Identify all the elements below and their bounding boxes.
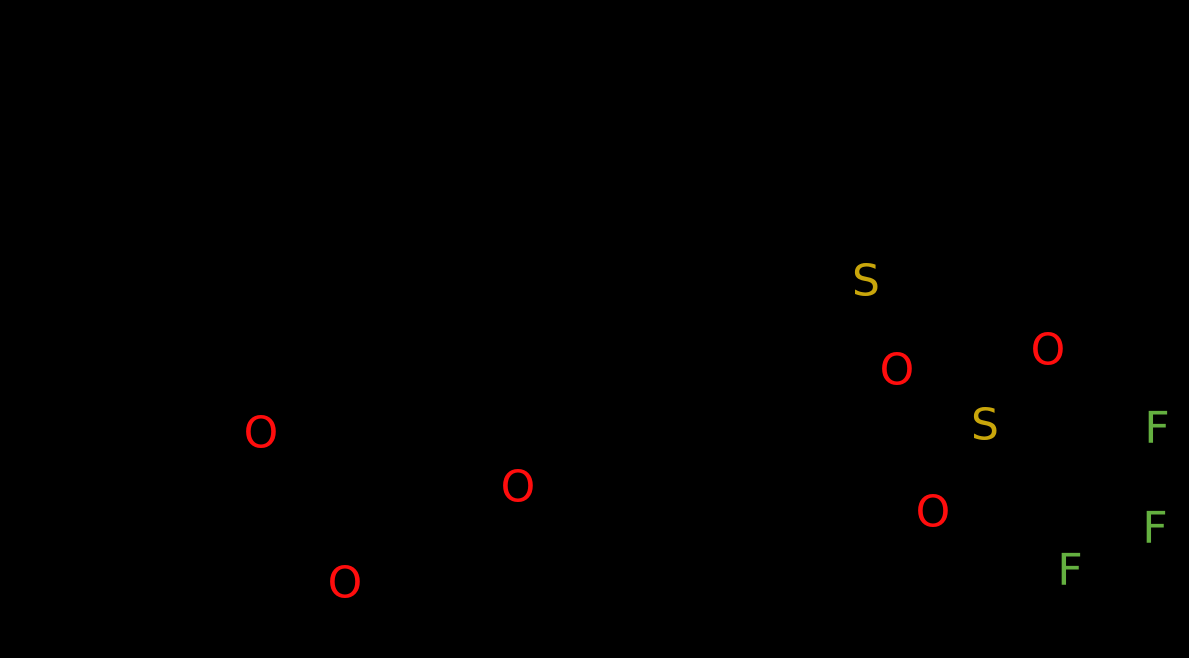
- bond-aryl-right-4: [687, 417, 793, 483]
- bond-ul-2: [229, 13, 323, 59]
- atom-label-knockout-f: [1050, 550, 1090, 590]
- bond-left-chain-3: [57, 327, 123, 433]
- bond-left-chain-6: [117, 497, 203, 563]
- bond-ul-5: [537, 15, 663, 63]
- bond-ring-2: [557, 237, 623, 353]
- bond-aryl-to-O4: [827, 379, 881, 433]
- atom-label-o-o6: O: [916, 487, 951, 538]
- atom-label-f-f3: F: [1057, 545, 1082, 596]
- bond-S2-O5-b: [1009, 383, 1053, 423]
- bond-S2-O5-a: [997, 369, 1041, 409]
- bond-left-chain-5: [27, 517, 123, 563]
- bond-carbonyl-b: [355, 507, 363, 563]
- atom-label-knockout-o: [913, 492, 953, 532]
- bond-ring-5: [377, 347, 453, 473]
- bond-ul-3: [317, 15, 433, 59]
- atom-label-knockout-s: [846, 261, 886, 301]
- bond-C-to-S1: [787, 283, 849, 303]
- bond-O1-to-Calpha: [279, 447, 348, 503]
- bond-CF3-F1: [1067, 429, 1139, 473]
- atom-label-knockout-o: [241, 413, 281, 453]
- bond-S1-upper-ring-2: [1057, 147, 1173, 173]
- bond-S2-to-CF3: [1001, 429, 1073, 473]
- atom-label-f-f2: F: [1142, 503, 1167, 554]
- bond-ul-4: [427, 15, 543, 63]
- bond-ul-9: [1007, 17, 1093, 63]
- bond-aryl-right-1: [617, 257, 703, 353]
- atom-label-knockout-f: [1137, 408, 1177, 448]
- bond-Calpha-to-O2: [347, 485, 499, 501]
- bond-O4-to-S2: [909, 383, 969, 415]
- bond-S1-upper-ring-1: [977, 147, 1063, 253]
- atom-label-knockout-s: [965, 405, 1005, 445]
- bond-S2-O6-b: [957, 449, 989, 501]
- atom-label-s-s1: S: [852, 256, 880, 307]
- atom-label-o-o3: O: [328, 558, 363, 609]
- bond-ring-inner-1: [562, 272, 613, 363]
- bond-ul-8: [897, 15, 1013, 63]
- bond-ring-3: [437, 237, 563, 253]
- bond-ring-4: [377, 247, 443, 353]
- atom-label-s-s2: S: [971, 400, 999, 451]
- bond-left-chain-1: [35, 43, 43, 263]
- bond-left-chain-2: [37, 257, 123, 333]
- bond-ring-1: [542, 347, 623, 473]
- atom-label-knockout-f: [1135, 508, 1175, 548]
- bond-carbonyl-a: [337, 509, 345, 563]
- bond-aryl-right-5: [617, 417, 693, 483]
- atom-label-o-o1: O: [244, 408, 279, 459]
- bond-S2-O6-a: [941, 439, 973, 493]
- bond-CF3-F2: [1067, 467, 1137, 525]
- atom-label-knockout-o: [1028, 330, 1068, 370]
- bond-ethoxy-1: [197, 447, 243, 503]
- bond-aryl-right-2: [697, 257, 793, 303]
- atom-label-o-o5: O: [1031, 325, 1066, 376]
- atom-label-knockout-o: [877, 350, 917, 390]
- atom-label-knockout-o: [325, 563, 365, 603]
- atom-label-o-o4: O: [880, 345, 915, 396]
- bond-skeleton: [27, 13, 1173, 563]
- bond-S1-to-upper-aryl: [883, 247, 983, 273]
- bond-ring-inner-2: [392, 259, 458, 355]
- bond-ul-7: [787, 15, 903, 43]
- bond-ul-6: [657, 15, 793, 43]
- atom-label-knockout-o: [498, 467, 538, 507]
- atom-label-f-f1: F: [1144, 403, 1169, 454]
- bond-ul-1: [35, 13, 235, 49]
- bond-left-chain-4: [27, 427, 63, 523]
- atom-label-o-o2: O: [501, 462, 536, 513]
